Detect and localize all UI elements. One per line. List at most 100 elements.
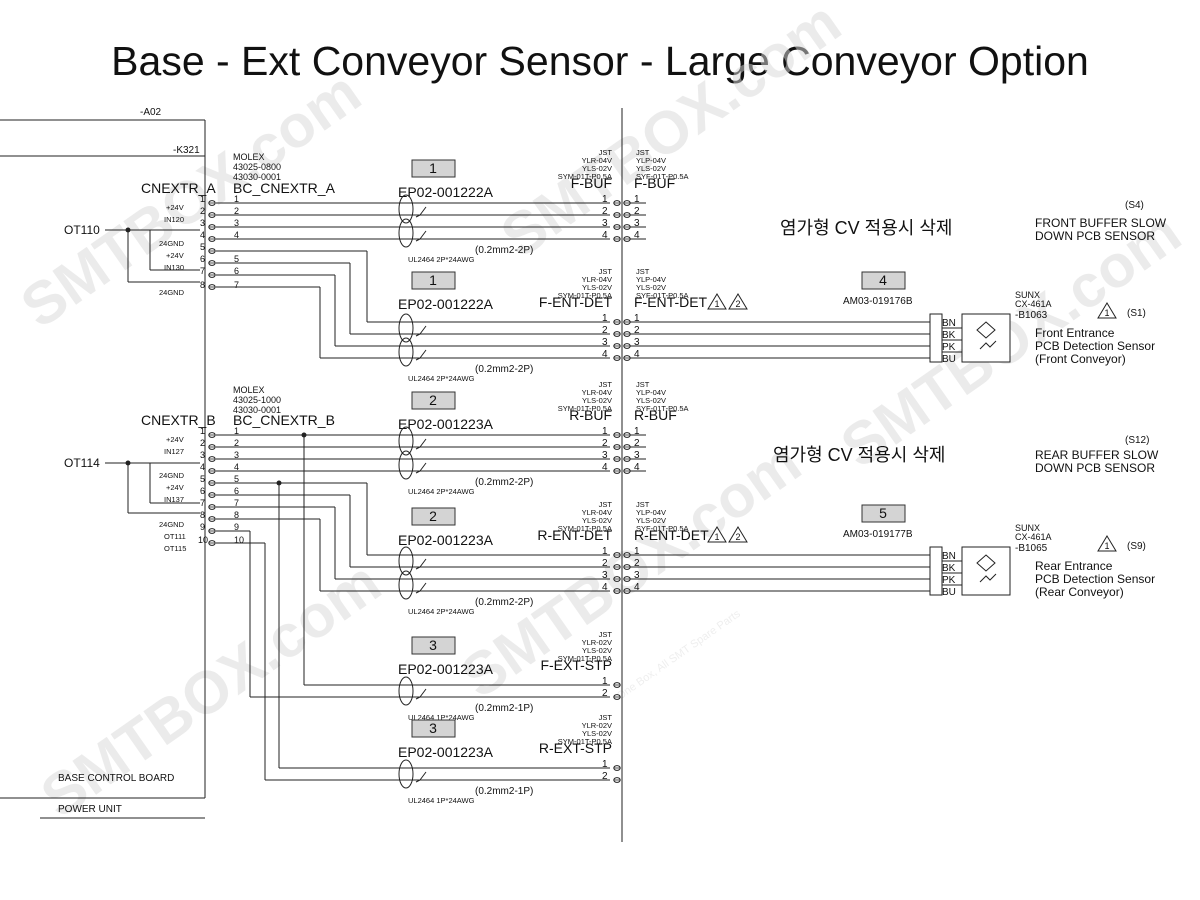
rear-buffer-sensor-label: (S12) REAR BUFFER SLOW DOWN PCB SENSOR (1035, 435, 1159, 475)
svg-text:24GND: 24GND (159, 471, 185, 480)
plug-icon (208, 272, 216, 278)
connector-b: CNEXTR_B BC_CNEXTR_B MOLEX 43025-1000 43… (64, 385, 335, 553)
plug-icon (623, 200, 631, 206)
jst-left-spec: YLS-02V (582, 516, 612, 525)
svg-text:6: 6 (200, 254, 205, 264)
junction-dot (301, 432, 307, 438)
plug-icon (208, 480, 216, 486)
jst-right-spec: JST (636, 380, 650, 389)
connector-right-name: F-BUF (634, 175, 675, 191)
cable-part-number: EP02-001223A (398, 744, 494, 760)
connector-a-name: CNEXTR_A (141, 180, 216, 196)
svg-text:1: 1 (234, 194, 239, 204)
pin-number-right: 2 (634, 438, 640, 449)
warning-number: 1 (714, 299, 719, 309)
svg-text:4: 4 (200, 462, 205, 472)
twisted-pair-icon (398, 570, 414, 600)
connector-left-name: F-EXT-STP (540, 657, 612, 673)
jst-left-spec: YLS-02V (582, 283, 612, 292)
cable-number: 2 (429, 392, 437, 408)
jst-right-spec: JST (636, 148, 650, 157)
svg-text:FRONT BUFFER SLOW: FRONT BUFFER SLOW (1035, 216, 1167, 230)
svg-text:(S12): (S12) (1125, 435, 1149, 446)
plug-icon (208, 432, 216, 438)
cable-spec: (0.2mm2-2P) (475, 245, 533, 256)
sensor-ref: -B1063 (1015, 310, 1048, 321)
wire-k321-label: -K321 (173, 145, 200, 156)
warning-triangle-icon: 2 (728, 293, 748, 310)
warning-triangle-icon: 1 (1097, 302, 1117, 319)
twisted-pair-icon (398, 313, 414, 343)
sensor-cable-number-box (861, 271, 906, 290)
jst-left-spec: YLS-02V (582, 729, 612, 738)
plug-icon (613, 564, 621, 570)
connector-right-name: F-ENT-DET (634, 294, 708, 310)
warning-triangle-icon: 2 (728, 526, 748, 543)
sensor-cable-number: 4 (879, 272, 887, 288)
svg-text:9: 9 (234, 522, 239, 532)
warning-number: 2 (735, 532, 740, 542)
twist-mark (415, 325, 427, 337)
pin-number-right: 3 (634, 570, 640, 581)
cable-awg: UL2464 1P*24AWG (408, 796, 475, 805)
svg-text:+24V: +24V (166, 483, 184, 492)
sensor-line1: Front Entrance (1035, 326, 1115, 340)
cable-number: 1 (429, 160, 437, 176)
pin-number-left: 4 (602, 582, 608, 593)
plug-icon (208, 200, 216, 206)
plug-icon (623, 468, 631, 474)
twisted-pair-icon (398, 337, 414, 367)
svg-text:IN137: IN137 (164, 495, 184, 504)
cable-number-box (411, 636, 456, 655)
plug-icon (613, 765, 621, 771)
pin-number-right: 2 (634, 206, 640, 217)
twist-mark (415, 582, 427, 594)
connector-b-pins: 1 2 3 4 5 6 7 8 9 10 1 2 3 4 5 6 7 8 9 1… (198, 426, 244, 545)
pin-number-left: 2 (602, 438, 608, 449)
jst-left-spec: YLR-04V (582, 508, 612, 517)
jst-right-spec: JST (636, 267, 650, 276)
plug-icon (613, 682, 621, 688)
junction-dot (276, 480, 282, 486)
svg-text:1: 1 (200, 194, 205, 204)
jst-left-spec: YLS-02V (582, 164, 612, 173)
connector-b-mate-name: BC_CNEXTR_B (233, 412, 335, 428)
sensor-cable-number: 5 (879, 505, 887, 521)
twisted-pair-icon (398, 426, 414, 456)
cable-number-box (411, 507, 456, 526)
jst-left-spec: YLS-02V (582, 396, 612, 405)
plug-icon (623, 456, 631, 462)
plug-icon (623, 576, 631, 582)
svg-text:2: 2 (234, 206, 239, 216)
korean-note-front: 염가형 CV 적용시 삭제 (780, 218, 953, 238)
svg-text:3: 3 (200, 450, 205, 460)
sensor-cable-part: AM03-019177B (843, 529, 913, 540)
plug-icon (613, 694, 621, 700)
svg-text:24GND: 24GND (159, 288, 185, 297)
jst-left-spec: YLR-04V (582, 388, 612, 397)
pin-number-right: 1 (634, 313, 640, 324)
svg-text:5: 5 (200, 242, 205, 252)
jst-left-spec: YLS-02V (582, 646, 612, 655)
svg-text:7: 7 (200, 498, 205, 508)
svg-text:DOWN PCB SENSOR: DOWN PCB SENSOR (1035, 461, 1155, 475)
svg-text:OT111: OT111 (164, 532, 186, 541)
sensor-ref: -B1065 (1015, 543, 1048, 554)
connector-left-name: R-BUF (569, 407, 612, 423)
plug-icon (613, 444, 621, 450)
cable-awg: UL2464 2P*24AWG (408, 255, 475, 264)
jst-left-spec: SYM-01T-P0.5A (558, 654, 612, 663)
pin-number-right: 4 (634, 462, 640, 473)
sensor-plug-outline (929, 313, 943, 363)
svg-text:OT115: OT115 (164, 544, 186, 553)
twisted-pair-icon (398, 759, 414, 789)
twist-mark (415, 206, 427, 218)
svg-text:2: 2 (200, 438, 205, 448)
jst-right-spec: YLP-04V (636, 388, 666, 397)
power-unit-label: POWER UNIT (58, 804, 122, 815)
jst-left-spec: JST (599, 380, 613, 389)
plug-icon (208, 444, 216, 450)
